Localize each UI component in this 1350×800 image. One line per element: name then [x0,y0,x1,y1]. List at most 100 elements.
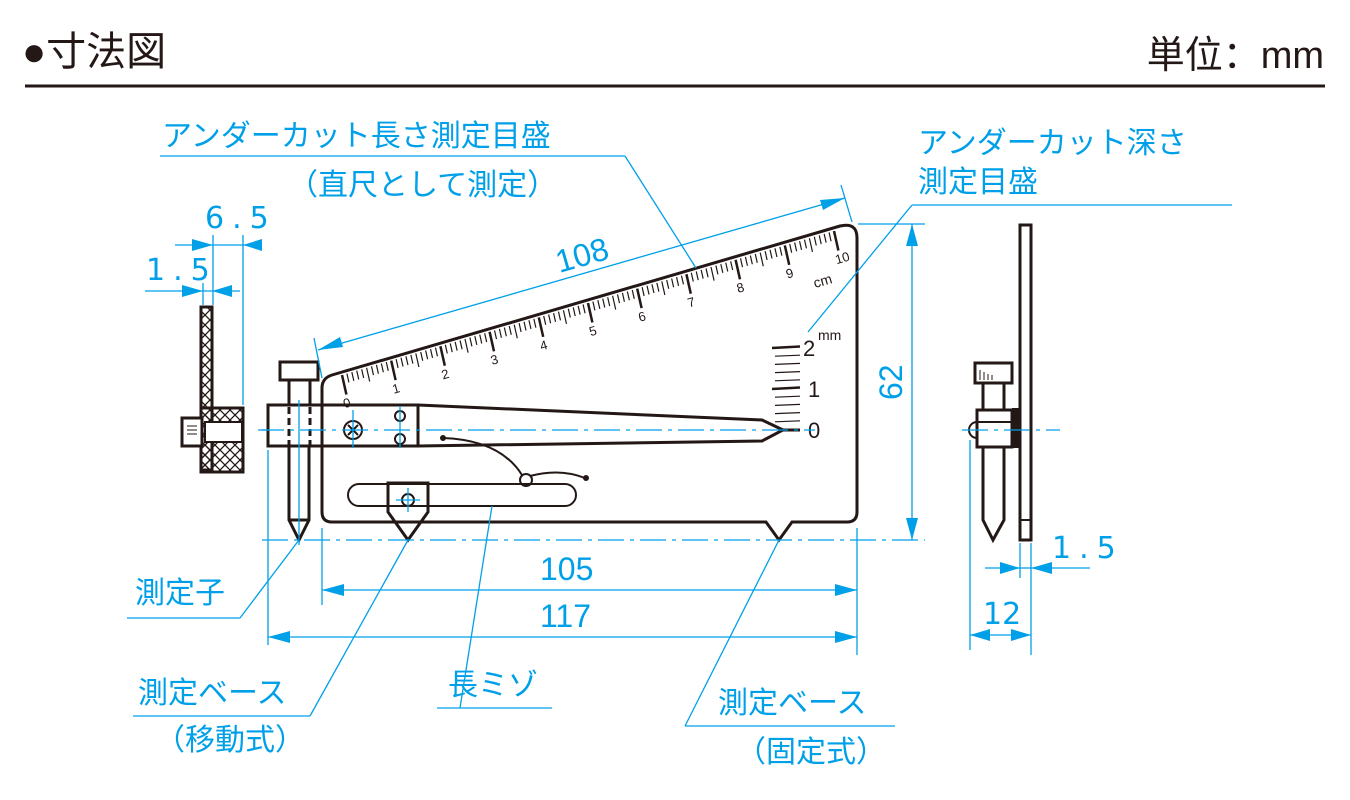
depth-tick [774,362,801,365]
ruler-tick [474,335,478,346]
ruler-tick [454,341,458,351]
ruler-tick [410,354,414,364]
ruler-tick [710,266,715,281]
ruler-tick [479,334,483,344]
depth-label-2: 2 [803,336,815,361]
ruler-tick [405,356,409,366]
ruler-tick [434,347,439,357]
ruler-tick [783,245,791,266]
ruler-tick [340,374,348,395]
depth-tick [774,354,801,357]
ruler-tick [789,243,793,253]
ruler-tick [523,321,527,331]
ruler-tick [700,269,704,279]
dim-ruler-length: 108 [551,230,612,279]
right-side-view [962,223,1090,655]
ruler-label: 5 [587,323,598,339]
dim-overall-length: 117 [540,598,591,634]
ruler-tick [685,273,693,294]
ruler-tick [537,317,545,338]
ruler-tick [779,246,783,256]
ruler-label: 6 [636,308,647,324]
wire [442,437,523,476]
ruler-tick [744,256,749,266]
ruler-tick [449,343,453,353]
ruler-tick [597,299,601,310]
label-undercut-length-note: （直尺として測定） [288,168,557,203]
ruler-tick [798,240,803,250]
ruler-tick [528,320,532,330]
ruler-tick [592,301,596,311]
ruler-tick [361,369,365,379]
label-movable-base-note: （移動式） [155,723,305,758]
depth-tick [774,412,801,415]
depth-tick [774,395,801,398]
ruler-tick [567,308,571,318]
ruler-label: 4 [538,337,549,353]
label-movable-base: 測定ベース [138,676,287,711]
ruler-label: 2 [440,366,451,382]
depth-tick [771,386,801,391]
ruler-tick [734,259,742,280]
ruler-tick [513,324,518,339]
ruler-tick [631,289,635,299]
ruler-tick [370,366,375,376]
ruler-tick [690,272,694,282]
ruler-tick [498,328,503,338]
ruler-tick [680,275,685,285]
probe-pin [278,360,320,544]
ruler-tick [671,278,675,288]
ruler-tick [739,258,744,268]
ruler-tick [602,298,606,308]
ruler-tick [621,292,626,302]
label-probe: 測定子 [135,576,225,611]
ruler-tick [356,370,360,380]
ruler-tick [626,291,630,301]
ruler-tick [395,359,399,369]
ruler-tick [508,325,512,335]
ruler-tick [429,348,434,358]
ruler-tick [832,230,840,251]
ruler-tick [548,314,552,324]
depth-tick [774,371,801,374]
ruler-tick [823,233,827,243]
ruler-label: 9 [784,265,795,281]
unit-label: 単位：mm [1147,35,1324,77]
depth-tick [771,345,801,350]
ruler-label: 0 [341,395,352,411]
ruler-tick [828,232,832,242]
ruler-unit: cm [811,270,833,291]
dim-base-length: 105 [540,551,593,587]
ruler-tick [488,331,496,352]
ruler-tick [415,353,420,368]
ruler-tick [818,235,822,245]
ruler-tick [813,236,817,246]
ruler-tick [351,371,355,382]
ruler-tick [469,337,473,347]
dim-right-plate: 1.5 [1052,531,1124,566]
ruler-tick [616,294,621,304]
long-slot [347,483,577,507]
ruler-tick [572,307,576,317]
ruler-tick [389,360,397,381]
ruler-tick [803,239,808,249]
ruler-tick [612,295,617,310]
ruler-tick [651,284,655,294]
dim-height: 62 [873,364,909,400]
depth-label-1: 1 [808,377,820,402]
ruler-tick [543,315,547,325]
ruler-tick [769,249,773,259]
ruler-tick [759,252,764,267]
ruler-tick [577,305,581,315]
label-undercut-depth-scale-1: アンダーカット深さ [918,126,1187,161]
ruler-tick [774,248,778,258]
depth-scale [771,345,801,423]
ruler-tick [725,262,729,272]
ruler-tick [400,357,404,367]
ruler-scale [340,230,840,395]
ruler-tick [375,364,380,374]
ruler-tick [715,265,719,275]
ruler-tick [380,363,384,373]
depth-tick [774,420,801,423]
